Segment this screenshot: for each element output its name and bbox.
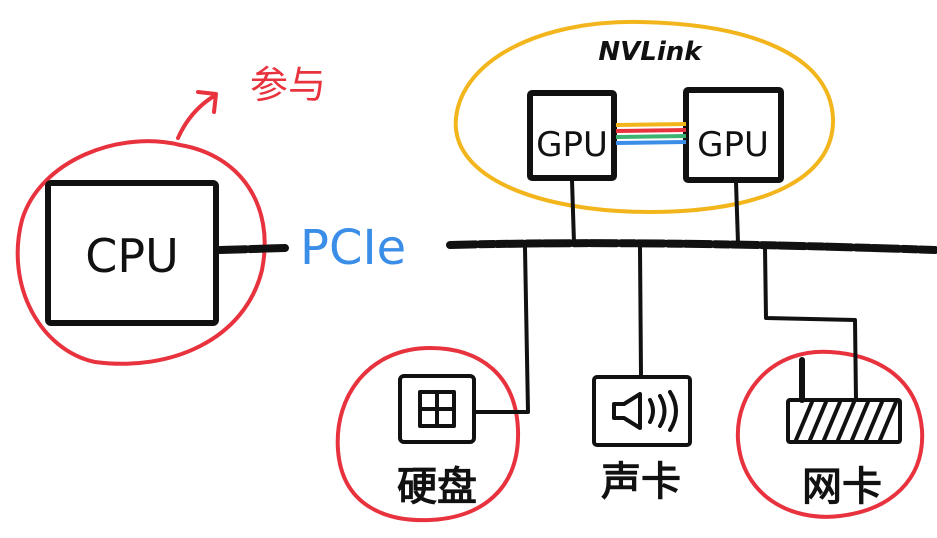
gpu-left-bus-link [570,178,576,245]
network-card-group: 网卡 [735,246,925,519]
participate-arrow [176,90,218,140]
sound-card-group: 声卡 [592,246,692,505]
cpu-highlight-circle [15,139,267,366]
nvlink-highlight-circle [453,19,836,215]
disk-icon [398,374,476,444]
cpu-group: CPU 参与 [15,63,326,366]
network-card-highlight-circle [735,349,925,519]
network-card-bus-link [763,246,858,402]
hard-disk-highlight-circle [335,346,521,523]
nvlink-lane-green [615,134,687,139]
gpu-right-box [683,87,784,183]
pcie-label: PCIe [300,220,406,276]
cpu-label: CPU [85,229,179,283]
gpu-right-label: GPU [697,125,769,165]
gpu-left-box [527,90,617,181]
router-antenna-icon [786,357,902,444]
hard-disk-bus-link [472,246,530,414]
speaker-icon [592,375,692,447]
participate-label: 参与 [250,63,326,107]
cpu-box [45,180,219,326]
gpu-nvlink-group: NVLink GPU GPU [453,19,836,245]
pcie-bus [446,239,937,254]
nvlink-lanes [615,122,687,145]
nvlink-lane-yellow [615,122,687,127]
nvlink-lane-blue [615,140,687,145]
nvlink-label: NVLink [598,37,703,67]
cpu-bus-link [216,244,289,254]
gpu-left-label: GPU [536,125,608,165]
hard-disk-label: 硬盘 [397,464,477,510]
sound-card-bus-link [638,246,643,378]
gpu-right-bus-link [734,180,740,245]
nvlink-lane-red [615,128,687,133]
network-card-label: 网卡 [802,464,882,510]
sound-card-label: 声卡 [601,459,681,505]
hard-disk-group: 硬盘 [335,246,530,523]
